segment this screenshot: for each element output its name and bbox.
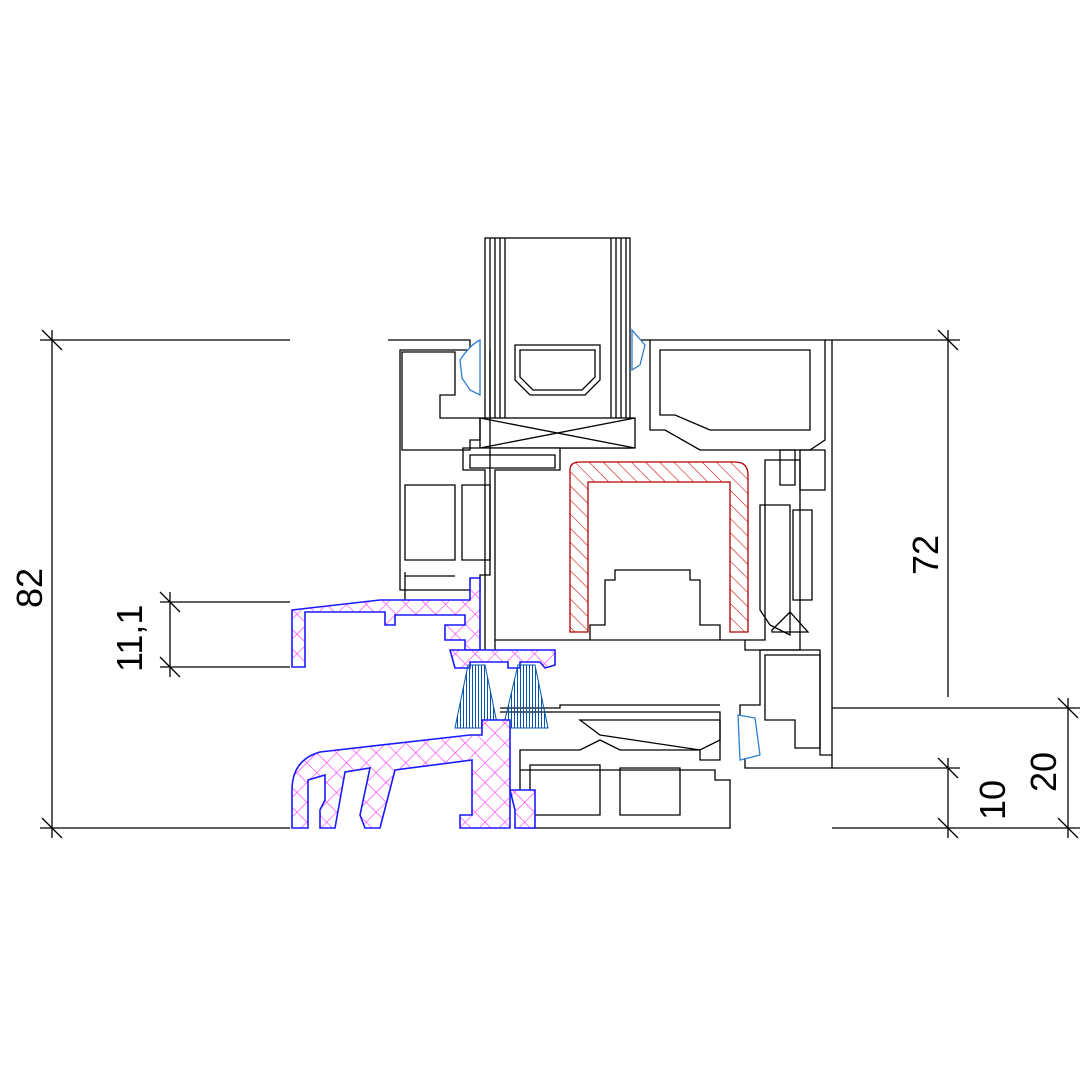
- dimension-82: [40, 329, 290, 839]
- dim-label-82: 82: [9, 568, 50, 608]
- brush-seals: [454, 664, 549, 729]
- dim-label-10: 10: [972, 780, 1013, 820]
- aluminium-sill: [291, 719, 511, 829]
- aluminium-drip-cap: [291, 577, 481, 668]
- aluminium-sill-clip: [508, 789, 536, 829]
- gaskets: [459, 328, 761, 761]
- sash-profile: [462, 339, 826, 661]
- dim-label-20: 20: [1023, 752, 1064, 792]
- dimension-11-1: [159, 591, 290, 678]
- glazing-unit: [479, 237, 636, 449]
- dim-label-72: 72: [905, 535, 946, 575]
- brush-seal-carrier: [448, 649, 556, 669]
- dim-label-11-1: 11,1: [109, 605, 150, 672]
- dimension-10-20: [832, 697, 1080, 839]
- steel-reinforcement: [569, 461, 749, 633]
- dimension-72: [832, 329, 960, 697]
- threshold-profile: [500, 704, 731, 829]
